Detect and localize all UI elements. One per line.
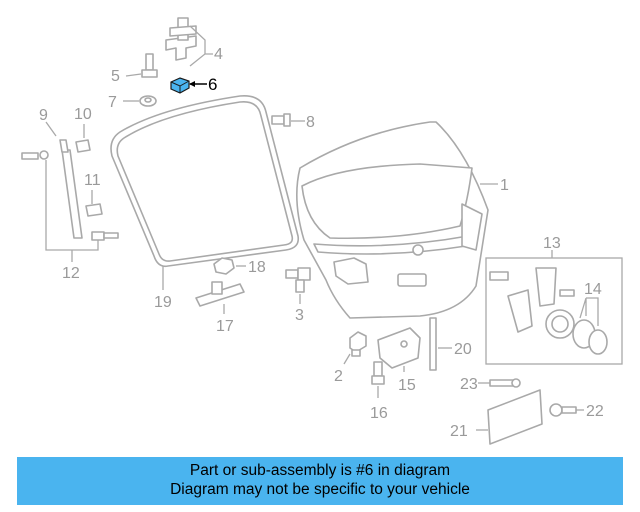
part-10-bracket <box>75 139 91 153</box>
callout-4: 4 <box>214 46 223 63</box>
callout-8: 8 <box>306 114 315 131</box>
part-20-rod <box>429 317 437 371</box>
part-15-latch <box>377 327 421 369</box>
callout-23: 23 <box>460 376 478 393</box>
leader-12 <box>45 160 99 262</box>
part-17-striker <box>195 281 245 307</box>
part-ball-stud-upper <box>21 150 49 160</box>
callout-3: 3 <box>295 307 304 324</box>
callout-18: 18 <box>248 259 266 276</box>
caption-line-1: Part or sub-assembly is #6 in diagram <box>189 462 451 479</box>
part-23-bolt <box>489 378 521 388</box>
leader-9 <box>45 121 57 137</box>
callout-16: 16 <box>370 405 388 422</box>
part-19-seal-inner <box>116 100 294 262</box>
part-19-seal <box>110 95 300 268</box>
part-18-nut <box>213 257 235 275</box>
part-ball-stud-lower <box>91 231 119 241</box>
callout-19: 19 <box>154 294 172 311</box>
callout-20: 20 <box>454 341 472 358</box>
callout-14: 14 <box>584 281 602 298</box>
callout-12: 12 <box>62 265 80 282</box>
callout-6: 6 <box>208 75 217 94</box>
callout-1: 1 <box>500 177 509 194</box>
part-7-nut <box>139 95 157 107</box>
part-13-group-box <box>485 257 623 365</box>
part-11-bracket <box>85 203 103 217</box>
part-14-emblems <box>572 319 608 355</box>
part-3-bolt <box>285 267 311 293</box>
part-8-bolt <box>271 113 291 127</box>
part-22-screw <box>549 403 577 417</box>
callout-17: 17 <box>216 318 234 335</box>
leader-5 <box>125 73 142 77</box>
diagram-caption: Part or sub-assembly is #6 in diagram Di… <box>17 457 623 505</box>
callout-15: 15 <box>398 377 416 394</box>
part-4-hinge <box>165 17 197 61</box>
callout-10: 10 <box>74 106 92 123</box>
callout-13: 13 <box>543 235 561 252</box>
part-1-liftgate <box>296 121 489 319</box>
leader-2 <box>343 353 351 365</box>
part-2-bolt <box>349 331 367 357</box>
callout-22: 22 <box>586 403 604 420</box>
caption-line-2: Diagram may not be specific to your vehi… <box>170 481 470 498</box>
callout-21: 21 <box>450 423 468 440</box>
part-13-handle-assembly <box>489 267 575 339</box>
leader-4 <box>189 25 213 67</box>
part-5-bolt <box>141 53 158 78</box>
leader-14 <box>579 297 599 326</box>
leader-6-arrow <box>189 81 195 87</box>
callout-9: 9 <box>39 107 48 124</box>
callout-7: 7 <box>108 94 117 111</box>
part-21-plate <box>487 389 543 445</box>
part-16-bolt <box>371 361 385 385</box>
callout-5: 5 <box>111 68 120 85</box>
callout-2: 2 <box>334 368 343 385</box>
callout-11: 11 <box>84 172 101 189</box>
part-9-strut <box>59 139 83 239</box>
part-6-clip <box>170 77 190 94</box>
